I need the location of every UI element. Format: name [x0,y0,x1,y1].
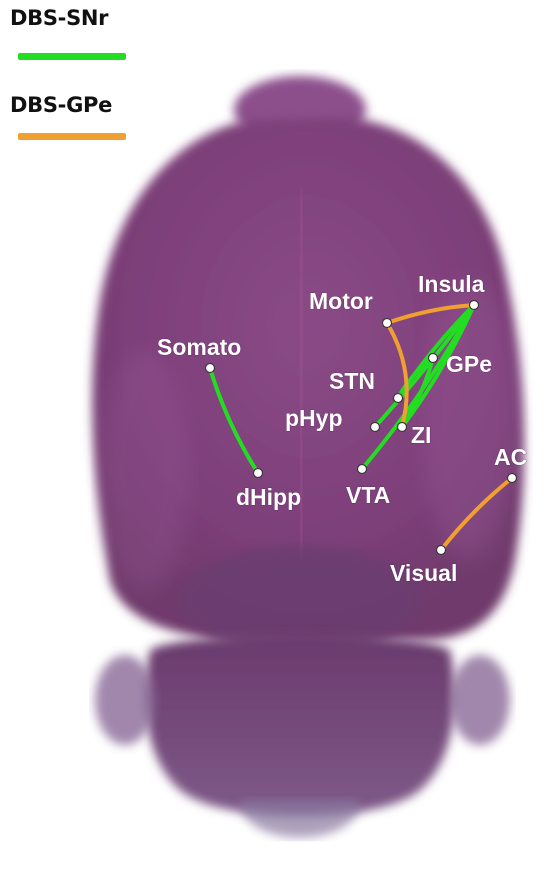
insula-label: Insula [418,271,485,297]
legend: DBS-SNr DBS-GPe [0,0,160,150]
zi-label: ZI [411,422,431,448]
node-phyp [371,423,380,432]
node-dhipp [254,469,263,478]
legend-gpe-label: DBS-GPe [10,93,112,117]
node-zi [398,423,407,432]
node-stn [394,394,403,403]
visual-label: Visual [390,560,457,586]
motor-label: Motor [309,288,373,314]
somato-label: Somato [157,334,241,360]
dhipp-label: dHipp [236,484,301,510]
node-insula [470,301,479,310]
gpe-label: GPe [446,351,492,377]
brain-image [92,76,523,838]
stn-label: STN [329,368,375,394]
legend-snr-label: DBS-SNr [10,6,108,30]
node-somato [206,364,215,373]
node-motor [383,319,392,328]
node-ac [508,474,517,483]
node-visual [437,546,446,555]
ac-label: AC [494,444,527,470]
legend-gpe-swatch [18,133,126,140]
legend-snr-swatch [18,53,126,60]
node-gpe [429,354,438,363]
phyp-label: pHyp [285,405,343,431]
node-vta [358,465,367,474]
vta-label: VTA [346,482,390,508]
